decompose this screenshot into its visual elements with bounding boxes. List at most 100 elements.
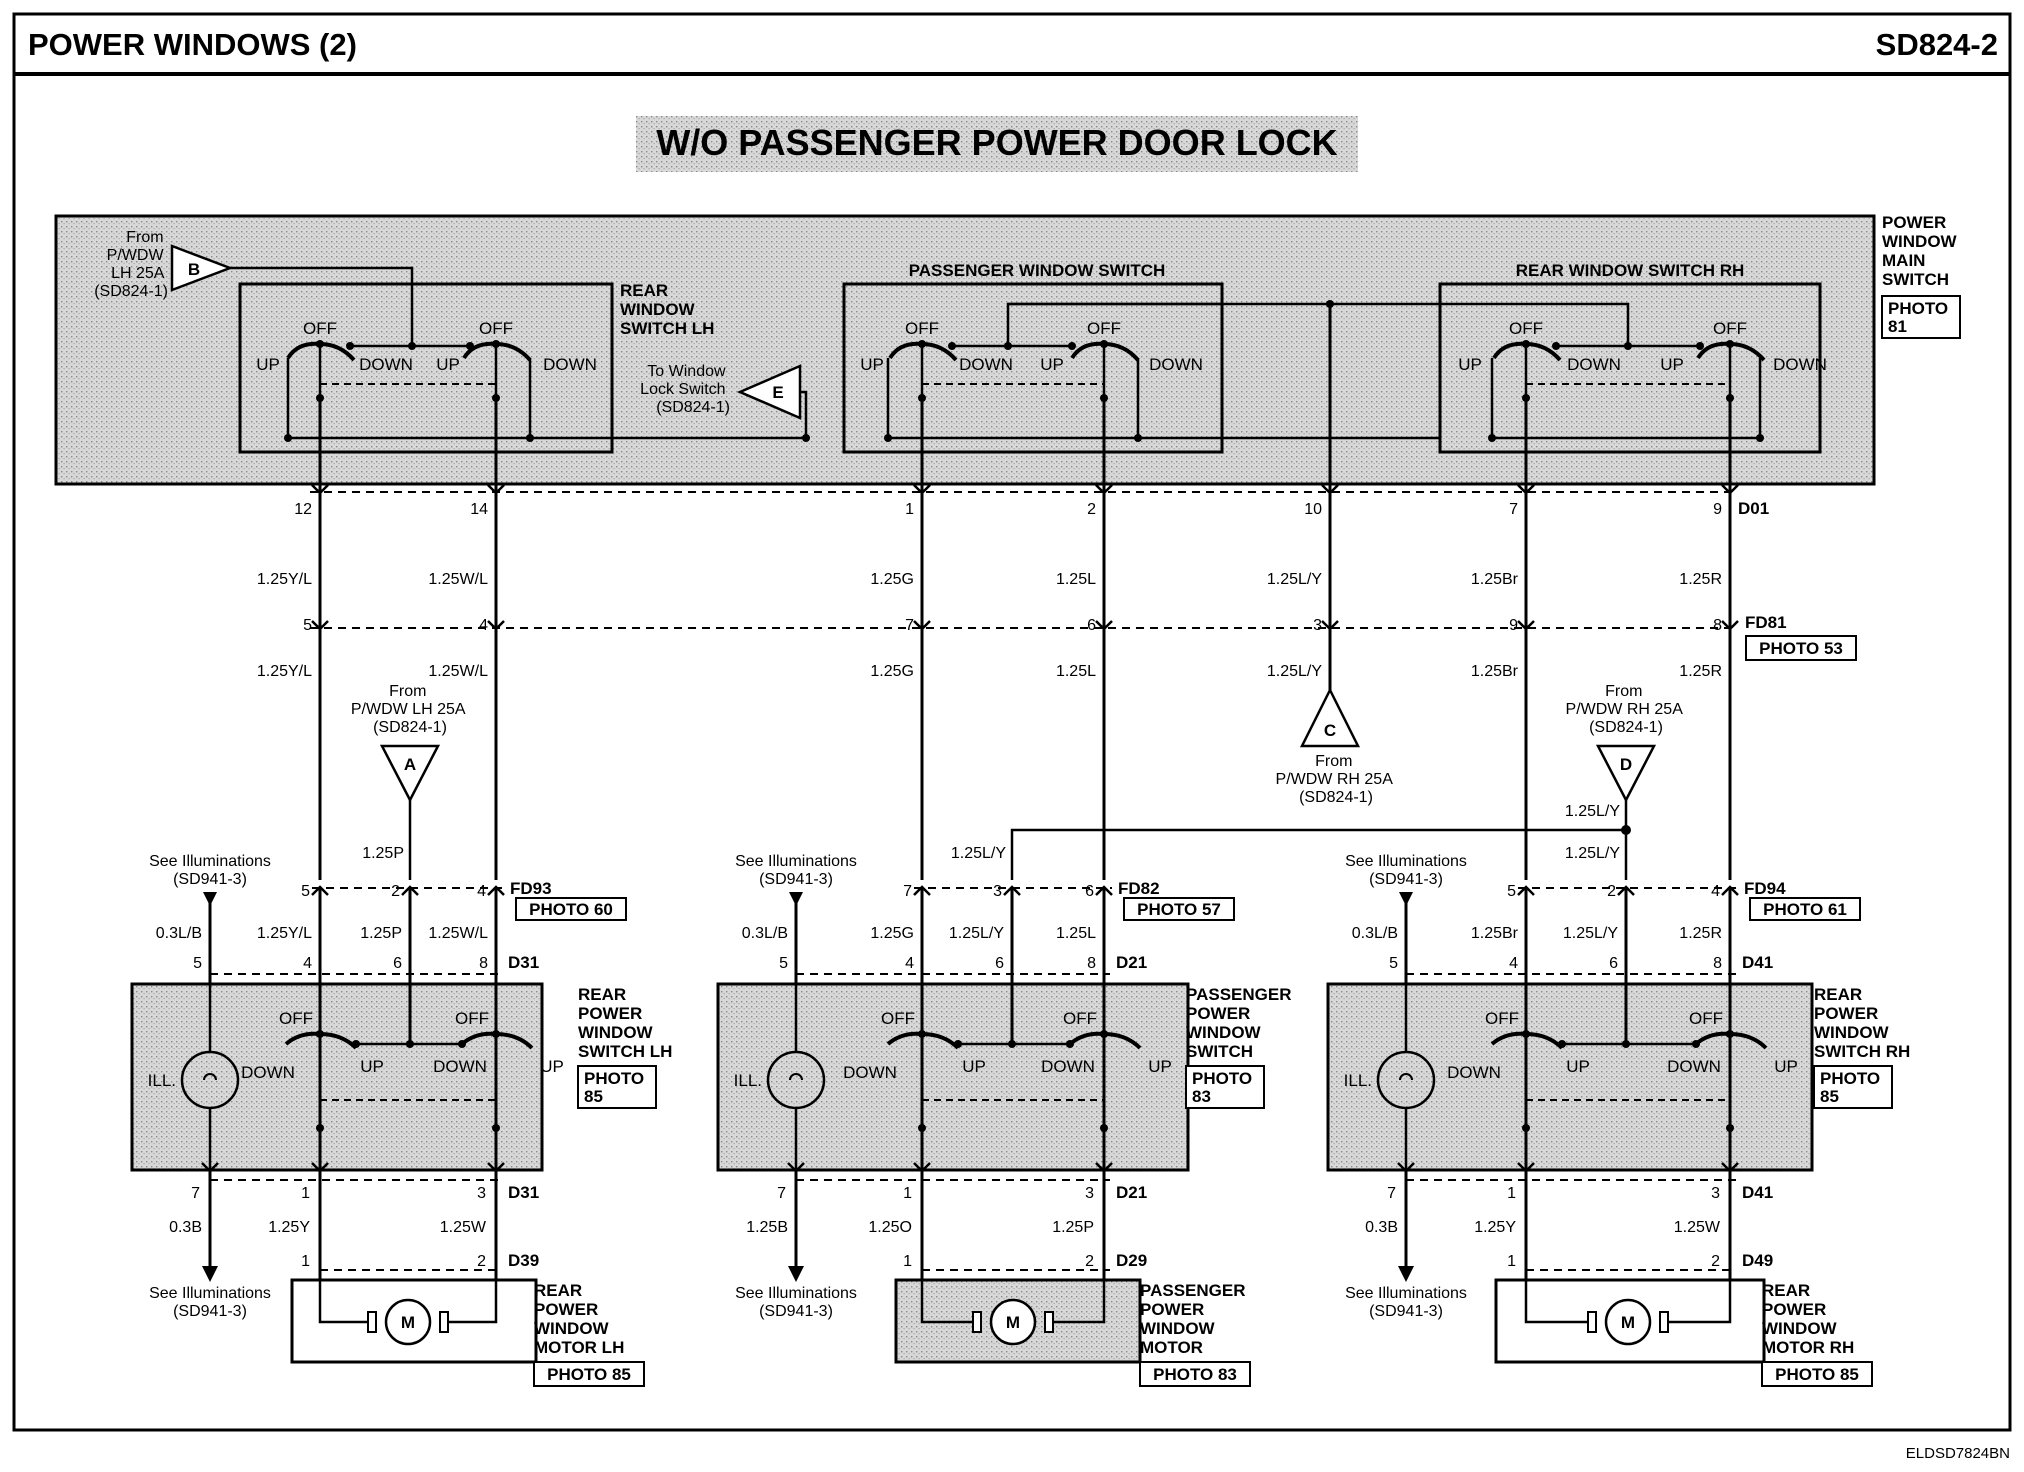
illumination-reference: See Illuminations [149, 853, 271, 870]
pin-number: 4 [303, 955, 312, 972]
junction-dot [346, 342, 354, 350]
switch-down-label: DOWN [1667, 1057, 1721, 1076]
connector-name: FD93 [510, 879, 552, 898]
pin-number: 4 [1509, 955, 1518, 972]
switch-up-label: UP [1458, 355, 1482, 374]
motor-photo-box [533, 1361, 645, 1387]
wire-label: 1.25W [440, 1219, 487, 1236]
pin-number: 3 [477, 1185, 486, 1202]
pin-number: 7 [191, 1185, 200, 1202]
wire-label: 1.25Y/L [257, 925, 312, 942]
junction-dot [1066, 1040, 1074, 1048]
pin-number: 5 [303, 617, 312, 634]
wire-label: 1.25Y [1474, 1219, 1516, 1236]
connector-name: D31 [508, 1183, 539, 1202]
switch-photo-box [1813, 1065, 1893, 1109]
wire-label: 1.25G [870, 571, 914, 588]
junction-dot [316, 1124, 324, 1132]
junction-dot [1756, 434, 1764, 442]
footer-code: ELDSD7824BN [1906, 1445, 2010, 1462]
switch-down-label: DOWN [543, 355, 597, 374]
from-d-label: From P/WDW RH 25A (SD824-1) [1566, 683, 1687, 736]
junction-dot [1552, 342, 1560, 350]
illumination-reference: (SD941-3) [759, 1303, 833, 1320]
ground-arrow-icon [1398, 1266, 1414, 1282]
pin-number: 5 [193, 955, 202, 972]
connector-pin-up [311, 885, 329, 896]
ill-label: ILL. [1344, 1071, 1372, 1090]
pin-number: 4 [1711, 883, 1720, 900]
switch-down-label: DOWN [1041, 1057, 1095, 1076]
motor-wire [1053, 1280, 1106, 1324]
illumination-reference: See Illuminations [735, 1285, 857, 1302]
switch-off-label: OFF [1063, 1009, 1097, 1028]
motor-wire [448, 1280, 498, 1324]
switch-down-label: DOWN [843, 1063, 897, 1082]
connector-fd81: FD81 [1745, 613, 1787, 632]
switch-off-label: OFF [1485, 1009, 1519, 1028]
pin-number: 12 [294, 501, 312, 518]
switch-up-label: UP [436, 355, 460, 374]
connector-name: D21 [1116, 1183, 1147, 1202]
junction-dot [408, 342, 416, 350]
fd-photo: PHOTO 60 [529, 900, 613, 919]
wire-label: 1.25Y/L [257, 663, 312, 680]
pin-number: 1 [301, 1185, 310, 1202]
junction-dot [1068, 342, 1076, 350]
motor-brush [1587, 1311, 1597, 1333]
junction-dot [1522, 1124, 1530, 1132]
motor-icon [989, 1298, 1037, 1346]
wire [886, 358, 1140, 440]
wire-label: 1.25Br [1471, 571, 1519, 588]
fd-photo-box [515, 897, 627, 921]
wire-label: 1.25W/L [428, 571, 488, 588]
from-b-label: From P/WDW LH 25A (SD824-1) [94, 229, 168, 300]
pin-number: 4 [479, 617, 488, 634]
pin-number: 3 [1085, 1185, 1094, 1202]
connector-d01: D01 [1738, 499, 1769, 518]
wire-label: 0.3L/B [156, 925, 202, 942]
wire-label: 0.3B [1365, 1219, 1398, 1236]
to-e-label: To Window Lock Switch (SD824-1) [640, 363, 730, 416]
switch-off-label: OFF [1509, 319, 1543, 338]
splice-node [802, 434, 810, 442]
motor-brush [439, 1311, 449, 1333]
connector-pin-up [1617, 885, 1635, 896]
wire-label: 1.25R [1679, 925, 1722, 942]
connector-pin-up [1517, 885, 1535, 896]
wire-label: 1.25B [746, 1219, 788, 1236]
switch-up-label: UP [1660, 355, 1684, 374]
page-title: POWER WINDOWS (2) [28, 27, 357, 62]
pin-number: 2 [1607, 883, 1616, 900]
illumination-reference: (SD941-3) [759, 871, 833, 888]
pin-number: 1 [1507, 1253, 1516, 1270]
rear-window-switch-rh-box [1438, 282, 1822, 454]
switch-down-label: DOWN [241, 1063, 295, 1082]
subtitle-banner [636, 116, 1358, 172]
wire-label: 1.25L/Y [1267, 663, 1322, 680]
junction-dot [884, 434, 892, 442]
splice-node [1326, 300, 1334, 308]
pin-number: 7 [905, 617, 914, 634]
pin-number: 6 [393, 955, 402, 972]
wire-b-feed [230, 266, 414, 346]
switch-photo-box [577, 1065, 657, 1109]
motor-photo-box [1761, 1361, 1873, 1387]
motor-wire [318, 1280, 368, 1324]
fd81-photo-box [1745, 635, 1857, 661]
switch-off-label: OFF [881, 1009, 915, 1028]
wire-label: 1.25W/L [428, 663, 488, 680]
passenger-window-switch-label: PASSENGER WINDOW SWITCH [909, 261, 1166, 280]
pin-number: 3 [1711, 1185, 1720, 1202]
motor-wire [1668, 1280, 1732, 1324]
connector-name: FD82 [1118, 879, 1160, 898]
wire-label: 1.25W/L [428, 925, 488, 942]
page-frame [12, 12, 2012, 1432]
connector-ref-d [1595, 744, 1657, 803]
connector-ref-d-letter: D [1620, 755, 1632, 774]
ground-arrow-icon [202, 1266, 218, 1282]
wire-label: 1.25L [1056, 925, 1096, 942]
